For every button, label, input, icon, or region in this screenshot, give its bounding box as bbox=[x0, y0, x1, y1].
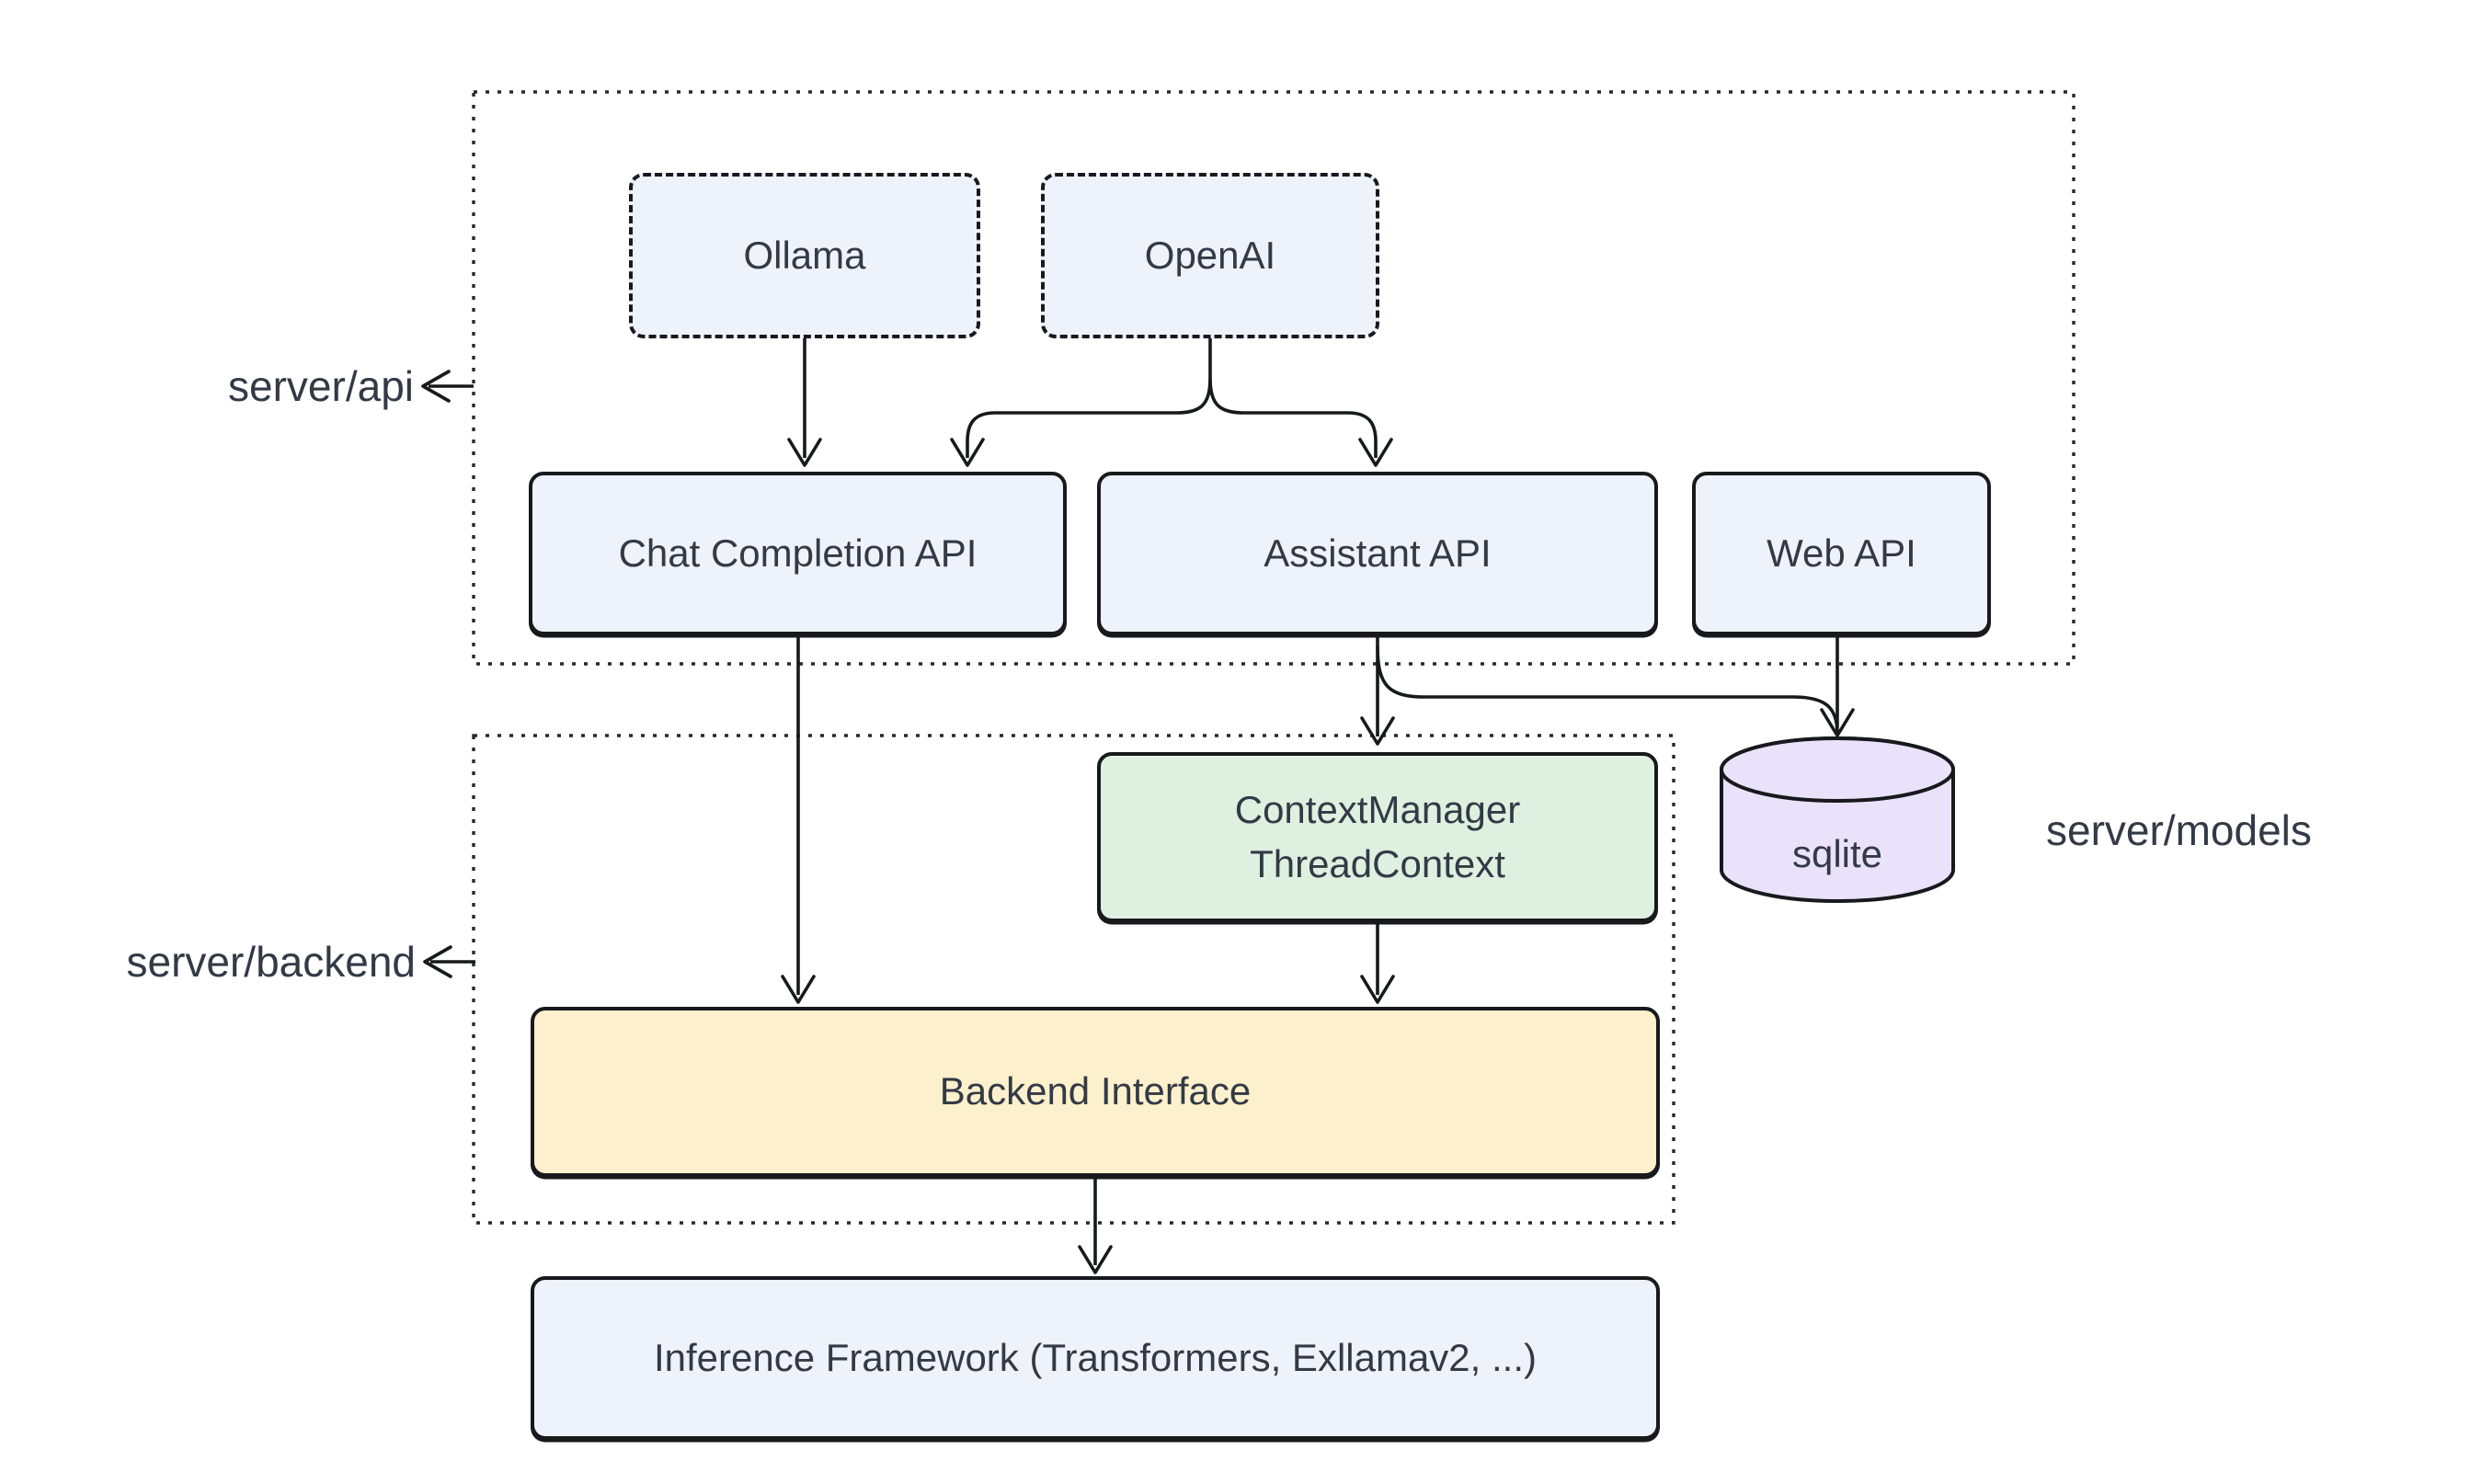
node-inference-framework-label: Inference Framework (Transformers, Exlla… bbox=[653, 1335, 1537, 1379]
server-backend-container bbox=[472, 734, 1675, 1225]
arrow-openai-to-assistant-api bbox=[1208, 378, 1393, 467]
arrow-context-manager-to-backend-interface bbox=[1360, 922, 1395, 1004]
node-web-api: Web API bbox=[1692, 472, 1991, 635]
server-backend-label: server/backend bbox=[126, 938, 417, 986]
node-chat-completion-api: Chat Completion API bbox=[529, 472, 1067, 635]
arrow-backend-interface-to-inference-framework bbox=[1078, 1178, 1113, 1274]
node-inference-framework: Inference Framework (Transformers, Exlla… bbox=[531, 1276, 1660, 1440]
server-api-label: server/api bbox=[228, 362, 414, 410]
server-api-pointer-arrow bbox=[421, 370, 474, 403]
node-openai: OpenAI bbox=[1041, 173, 1379, 338]
node-context-manager-line1: ContextManager bbox=[1234, 787, 1521, 831]
node-context-manager: ContextManager ThreadContext bbox=[1097, 752, 1658, 922]
arrow-chat-completion-api-to-backend-interface bbox=[781, 635, 816, 1004]
node-web-api-label: Web API bbox=[1767, 531, 1916, 575]
node-ollama-label: Ollama bbox=[743, 233, 866, 277]
arrow-web-api-to-sqlite bbox=[1820, 635, 1855, 737]
sqlite-cylinder bbox=[1720, 736, 1955, 903]
node-backend-interface-label: Backend Interface bbox=[939, 1069, 1252, 1113]
node-assistant-api-label: Assistant API bbox=[1264, 531, 1492, 575]
node-assistant-api: Assistant API bbox=[1097, 472, 1658, 635]
server-models-label: server/models bbox=[2046, 806, 2312, 854]
arrow-openai-to-chat-completion-api bbox=[950, 338, 1212, 467]
node-backend-interface: Backend Interface bbox=[531, 1007, 1660, 1177]
node-ollama: Ollama bbox=[629, 173, 980, 338]
arrow-ollama-to-chat-completion-api bbox=[787, 338, 822, 467]
node-chat-completion-api-label: Chat Completion API bbox=[618, 531, 978, 575]
arrow-assistant-api-to-sqlite-branch bbox=[1376, 645, 1839, 735]
node-context-manager-line2: ThreadContext bbox=[1250, 841, 1505, 885]
node-openai-label: OpenAI bbox=[1144, 233, 1276, 277]
server-backend-pointer-arrow bbox=[423, 945, 475, 978]
node-sqlite-label: sqlite bbox=[1791, 832, 1883, 875]
